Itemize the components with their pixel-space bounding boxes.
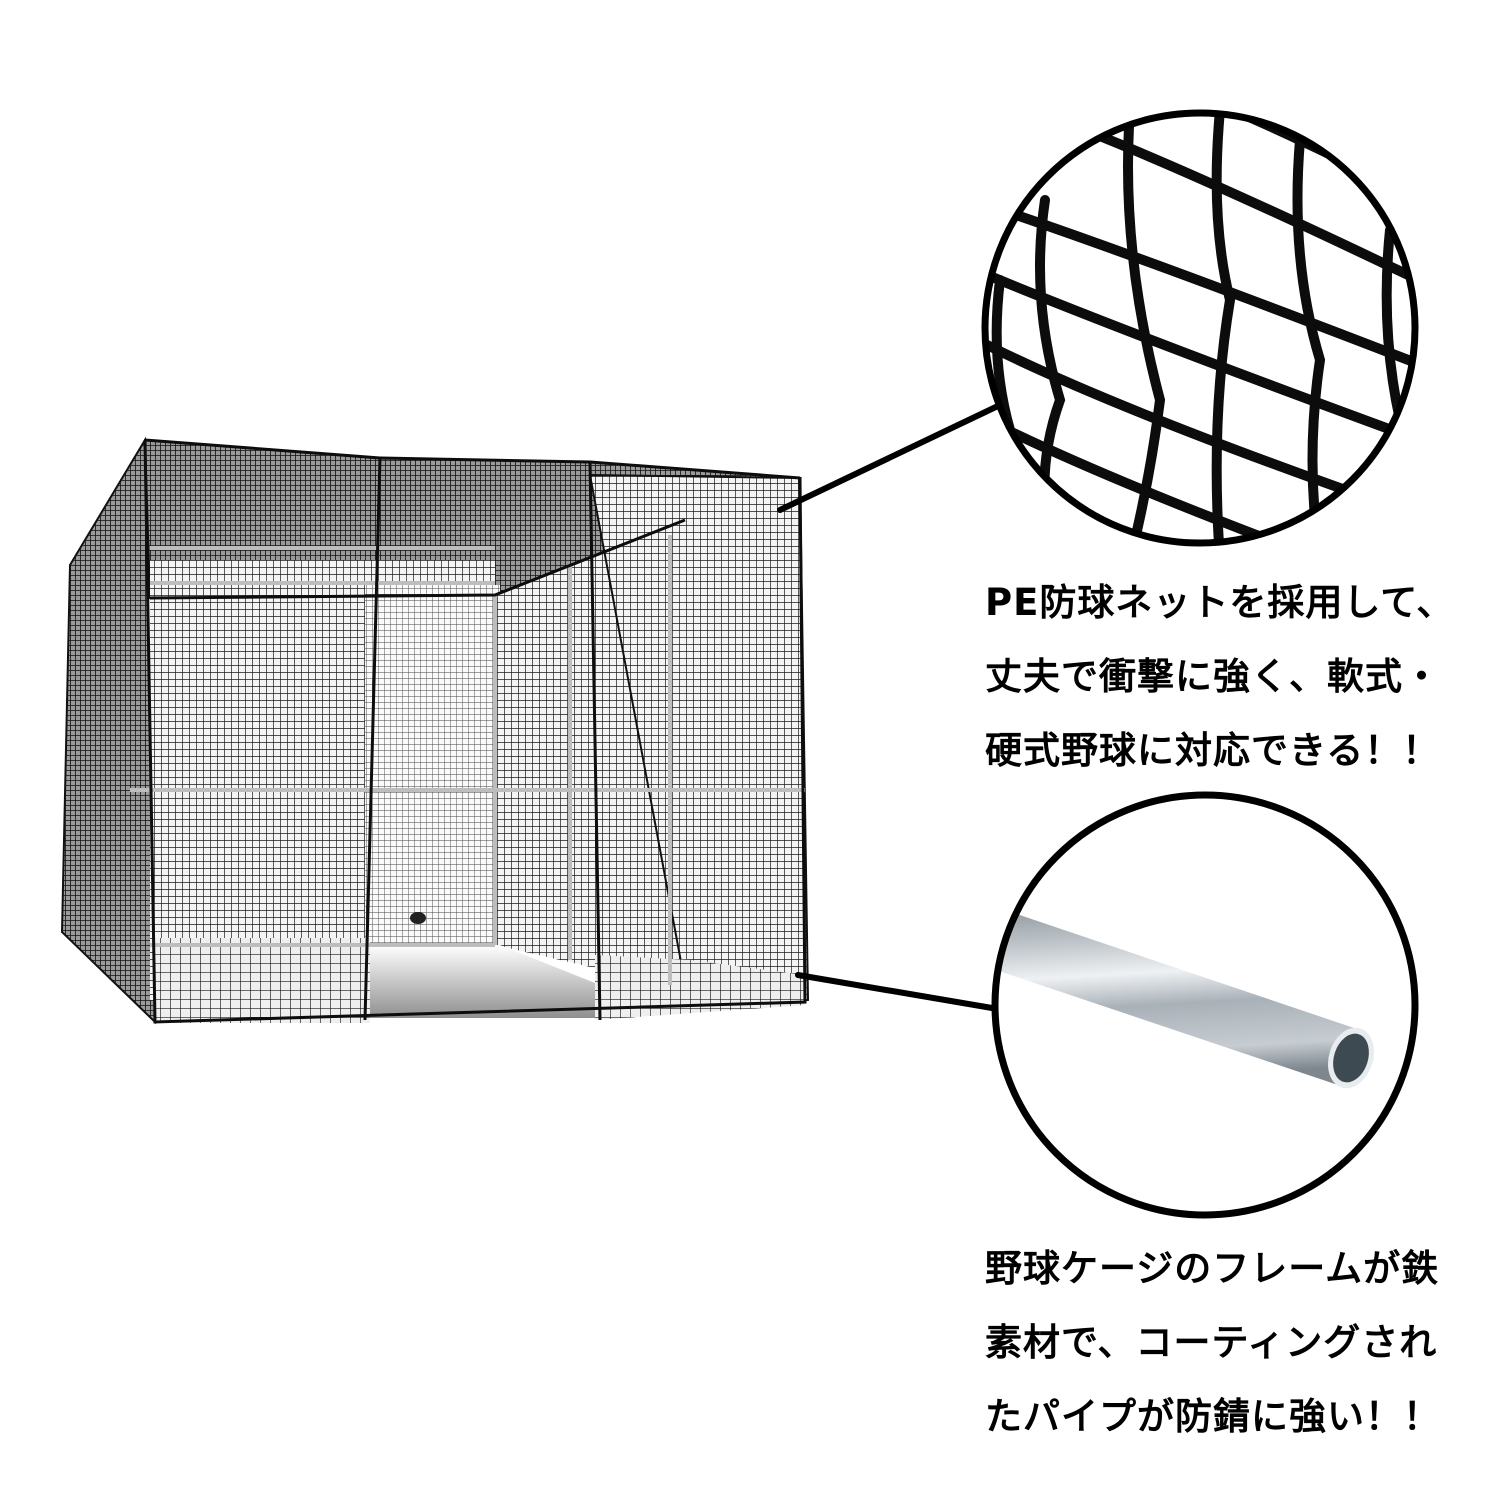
pipe-detail-circle [991, 791, 1419, 1219]
pipe-feature-caption: 野球ケージのフレームが鉄 素材で、コーティングされ たパイプが防錆に強い！！ [985, 1232, 1465, 1454]
net-callout-connector [777, 402, 1003, 513]
caption-line: 素材で、コーティングされ [985, 1321, 1438, 1364]
caption-line: たパイプが防錆に強い！！ [985, 1395, 1441, 1438]
pipe-callout-connector [795, 972, 995, 1011]
caption-line: 丈夫で衝撃に強く、軟式・ [985, 655, 1441, 698]
batting-cage-image [60, 436, 810, 1025]
caption-line: PE防球ネットを採用して、 [985, 581, 1455, 624]
net-feature-caption: PE防球ネットを採用して、 丈夫で衝撃に強く、軟式・ 硬式野球に対応できる！！ [985, 566, 1465, 788]
ball-icon [410, 912, 426, 924]
cage-frame [130, 535, 805, 985]
caption-line: 野球ケージのフレームが鉄 [985, 1247, 1440, 1290]
caption-line: 硬式野球に対応できる！！ [985, 729, 1441, 772]
